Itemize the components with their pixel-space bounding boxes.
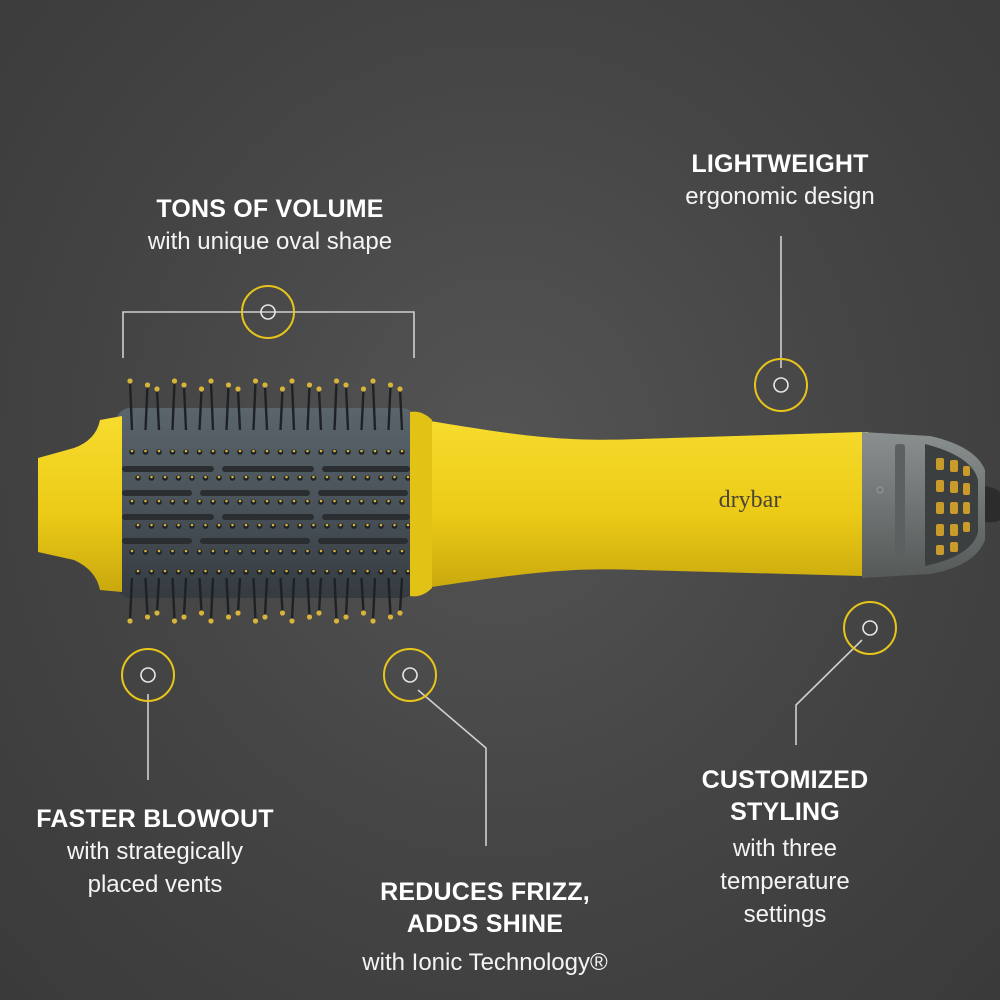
callout-lines: [122, 236, 863, 846]
feature-subtitle: with unique oval shape: [147, 228, 393, 255]
feature-faster-blowout: FASTER BLOWOUT with strategically placed…: [0, 803, 310, 901]
callout-target-icon: [843, 601, 897, 655]
callout-target-icon: [241, 285, 295, 339]
feature-title: FASTER BLOWOUT: [36, 805, 274, 833]
power-cord: [985, 486, 1000, 523]
brand-logo: drybar: [718, 487, 782, 513]
feature-title-line: REDUCES FRIZZ,: [380, 878, 590, 906]
feature-subtitle-line: placed vents: [87, 871, 223, 898]
feature-subtitle-line: with three: [732, 835, 838, 862]
feature-volume: TONS OF VOLUME with unique oval shape: [95, 193, 445, 258]
feature-subtitle-line: with strategically: [66, 838, 244, 865]
brush-barrel: [116, 378, 416, 624]
callout-target-icon: [121, 648, 175, 702]
feature-title-line: STYLING: [730, 798, 840, 826]
barrel-rear-collar: [410, 411, 432, 597]
feature-customized-styling: CUSTOMIZED STYLING with three temperatur…: [655, 764, 915, 931]
feature-title-line: CUSTOMIZED: [701, 766, 869, 794]
barrel-end-collar: [38, 416, 122, 592]
feature-subtitle: with Ionic Technology®: [362, 949, 608, 976]
feature-title: LIGHTWEIGHT: [691, 150, 869, 178]
feature-subtitle-line: temperature: [720, 868, 850, 895]
feature-title: TONS OF VOLUME: [156, 195, 384, 223]
callout-target-icon: [383, 648, 437, 702]
feature-lightweight: LIGHTWEIGHT ergonomic design: [630, 148, 930, 213]
feature-subtitle: ergonomic design: [685, 183, 875, 210]
feature-subtitle-line: settings: [743, 901, 827, 928]
vent-cap: [862, 432, 985, 578]
callout-target-icon: [754, 358, 808, 412]
brush-handle: [412, 418, 868, 590]
feature-reduces-frizz: REDUCES FRIZZ, ADDS SHINE with Ionic Tec…: [315, 876, 655, 979]
feature-title-line: ADDS SHINE: [406, 910, 564, 938]
